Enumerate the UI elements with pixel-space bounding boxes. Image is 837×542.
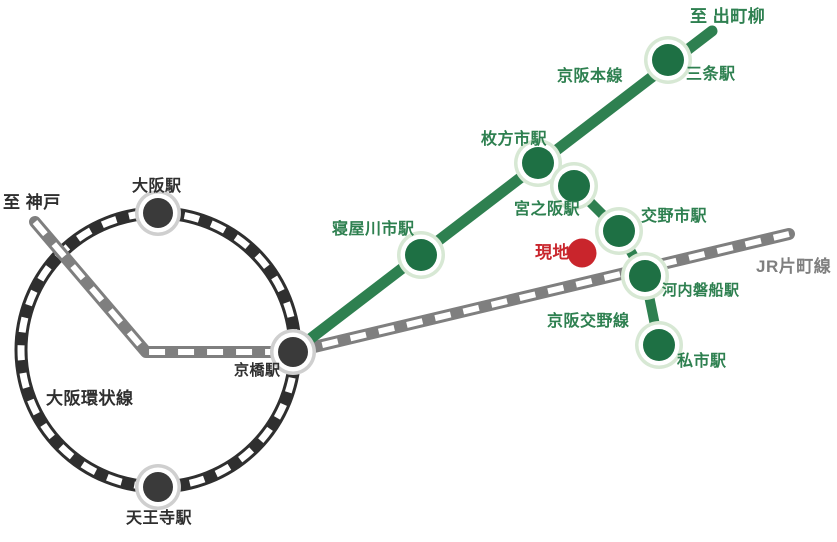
station-marker-neyagawashi [397, 231, 445, 279]
line-label-keihan-katano: 京阪交野線 [547, 313, 630, 330]
station-label-osaka: 大阪駅 [132, 178, 182, 195]
station-marker-hirakatashi [514, 139, 562, 187]
station-marker-miyanosaka [550, 162, 598, 210]
station-label-katanoshi: 交野市駅 [641, 208, 708, 225]
station-marker-tennoji [135, 464, 181, 510]
station-marker-kawachi-iwafune [621, 252, 669, 300]
station-label-hirakatashi: 枚方市駅 [481, 131, 548, 148]
station-marker-kisaichi [635, 321, 683, 369]
station-label-kawachi-iwafune: 河内磐船駅 [662, 282, 740, 299]
keihan-main-line-path [287, 25, 718, 358]
station-label-neyagawashi: 寝屋川市駅 [332, 221, 415, 238]
station-label-kisaichi: 私市駅 [677, 353, 727, 370]
station-marker-kyobashi [270, 329, 316, 375]
station-label-sanjo: 三条駅 [686, 66, 736, 83]
line-label-keihan-main: 京阪本線 [557, 68, 624, 85]
line-label-jr-katamachi: JR片町線 [756, 257, 832, 276]
station-label-kyobashi: 京橋駅 [234, 362, 281, 379]
site-marker-dot [567, 238, 597, 268]
station-marker-osaka [135, 190, 181, 236]
site-marker-label: 現地 [535, 243, 570, 262]
line-label-osaka-loop: 大阪環状線 [46, 389, 134, 408]
station-label-miyanosaka: 宮之阪駅 [514, 201, 581, 218]
jr-katamachi-line-path [29, 216, 795, 358]
station-marker-sanjo [644, 36, 692, 84]
destination-label-demachiyanagi: 至 出町柳 [690, 7, 766, 26]
station-label-tennoji: 天王寺駅 [126, 510, 193, 527]
destination-label-kobe: 至 神戸 [3, 193, 61, 212]
station-marker-katanoshi [595, 207, 643, 255]
